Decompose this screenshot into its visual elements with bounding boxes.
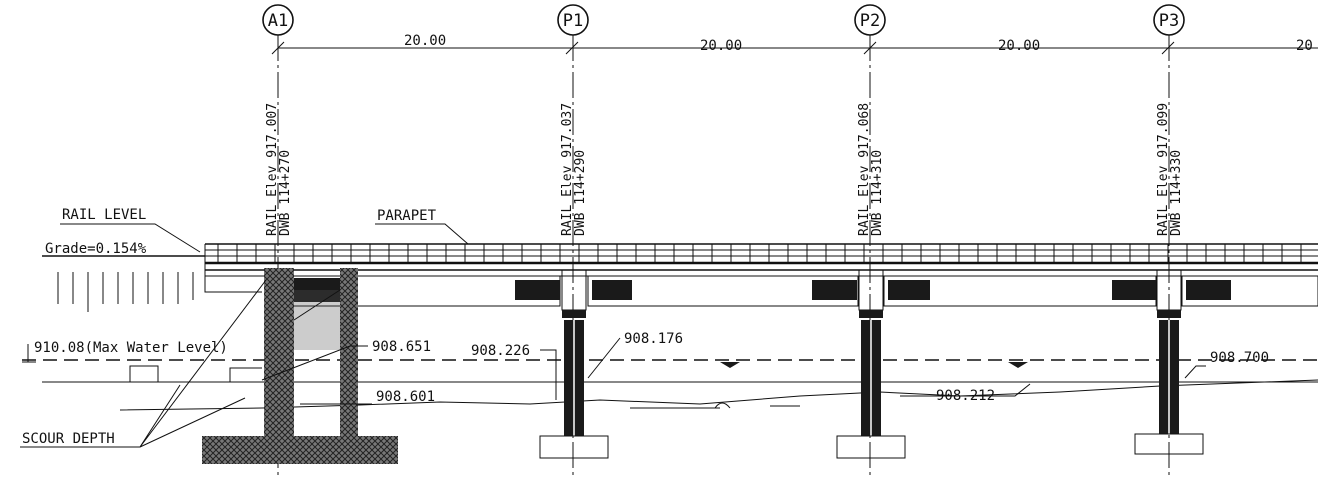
gridline-A1: A1 RAIL Elev 917.007 DWB 114+270 [262, 4, 294, 479]
gridline-P3-chainage: DWB 114+330 [1169, 150, 1184, 236]
river-bed [119, 379, 1318, 411]
gridline-P2-rail-elev: RAIL Elev 917.068 [857, 103, 872, 236]
gridline-P2-id: P2 [860, 11, 880, 31]
scour-depth-label: SCOUR DEPTH [20, 279, 267, 448]
gridline-P2-chainage: DWB 114+310 [870, 150, 885, 236]
span-dimension-3: 20.00 [998, 38, 1040, 54]
level-p3-right: 908.700 [1210, 350, 1269, 366]
parapet-text: PARAPET [377, 208, 437, 224]
pier-P1 [539, 269, 609, 459]
gridline-P1: P1 RAIL Elev 917.037 DWB 114+290 [557, 4, 589, 479]
span-dimension-1: 20.00 [404, 33, 446, 49]
span-dimension-2: 20.00 [700, 38, 742, 54]
max-water-level-label: 910.08(Max Water Level) [22, 340, 228, 363]
level-p1-right: 908.176 [624, 331, 683, 347]
span-dimension-4: 20 [1296, 38, 1313, 54]
gridline-P1-chainage: DWB 114+290 [573, 150, 588, 236]
scour-depth-text: SCOUR DEPTH [22, 431, 115, 447]
max-water-level-text: 910.08(Max Water Level) [34, 340, 228, 356]
parapet-label: PARAPET [375, 208, 469, 245]
gridline-P2: P2 RAIL Elev 917.068 DWB 114+310 [854, 4, 886, 479]
embankment-left [42, 255, 1318, 383]
girders [289, 275, 1318, 307]
grade-text: Grade=0.154% [45, 241, 147, 257]
gridline-A1-chainage: DWB 114+270 [278, 150, 293, 236]
gridline-P3: P3 RAIL Elev 917.099 DWB 114+330 [1153, 4, 1185, 479]
level-annotations: 908.651 908.601 908.226 908.176 908.212 … [261, 331, 1269, 405]
gridline-P3-id: P3 [1159, 11, 1179, 31]
rail-level-label: RAIL LEVEL [60, 207, 201, 253]
bridge-deck [204, 243, 1318, 277]
rail-level-text: RAIL LEVEL [62, 207, 146, 223]
gridline-P3-rail-elev: RAIL Elev 917.099 [1156, 103, 1171, 236]
pier-P3 [1134, 269, 1204, 455]
level-p1-left: 908.226 [471, 343, 530, 359]
level-abutment-top: 908.651 [372, 339, 431, 355]
gridline-A1-rail-elev: RAIL Elev 917.007 [265, 103, 280, 236]
pier-P2 [836, 269, 906, 459]
abutment-A1 [202, 268, 398, 464]
level-abutment-bed: 908.601 [376, 389, 435, 405]
gridline-P1-rail-elev: RAIL Elev 917.037 [560, 103, 575, 236]
span-dimension-line: 20.00 20.00 20.00 20 [271, 33, 1318, 55]
gridline-P1-id: P1 [563, 11, 583, 31]
gridline-A1-id: A1 [268, 11, 288, 31]
